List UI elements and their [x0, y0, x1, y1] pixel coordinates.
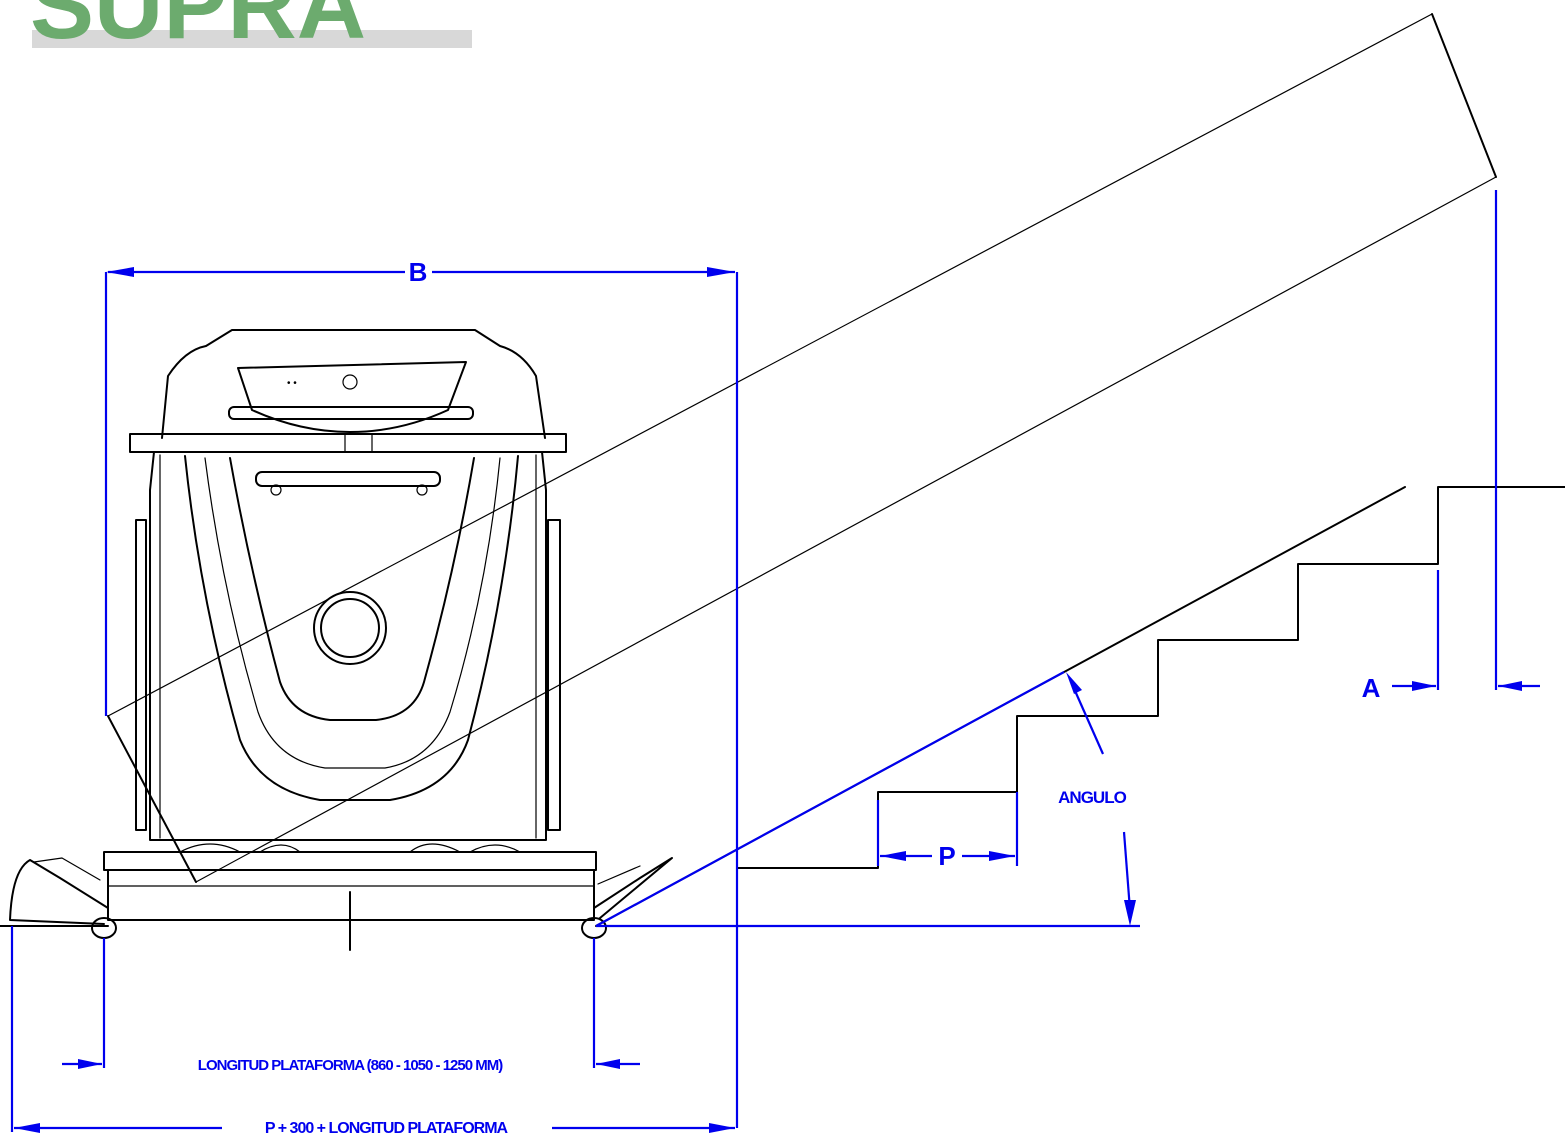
dim-b-label: B [409, 257, 428, 287]
dim-a-arrow-right [1498, 681, 1522, 691]
lift-screw-left [270, 484, 282, 496]
rail-end-line [1431, 13, 1497, 178]
stairs [737, 486, 1565, 869]
dim-total-arrow-left [14, 1123, 40, 1133]
angle-reference-line [595, 671, 1065, 927]
dim-a-arrow-left [1412, 681, 1436, 691]
lift-knob-icon [342, 374, 358, 390]
lift-keyswitch-inner [320, 598, 380, 658]
dim-p-label: P [938, 841, 955, 871]
rail-start-line [107, 715, 197, 883]
stair-steps-outline [737, 486, 1565, 869]
rail-lower-line [195, 176, 1497, 883]
lift-left-side-panel [135, 519, 147, 831]
logo-text: SUPRA [30, 0, 366, 59]
lift-top-cap [161, 329, 546, 439]
logo-shadow-bar [32, 30, 472, 48]
left-wheel [91, 917, 117, 939]
angle-arrow-upper [1066, 672, 1082, 694]
angle-leader-lower [1122, 831, 1132, 911]
right-ramp-hinge [597, 865, 641, 885]
dim-p-arrow-right [989, 851, 1015, 861]
lift-main-body [149, 451, 547, 841]
lift-base-plate [103, 851, 597, 871]
lift-handle-recess [237, 361, 467, 433]
lift-mounting-feet [179, 843, 521, 853]
lift-keyswitch-outer [313, 591, 387, 665]
lift-inner-panel [229, 457, 475, 721]
lift-handle-bar [228, 406, 474, 420]
dimensions: B ANGULO P A LONGITUD PLATAFORMA (8 [10, 190, 1540, 1135]
lift-front-shield [184, 455, 519, 801]
dim-a-label: A [1362, 673, 1381, 703]
lift-indicator-dots: • • [287, 378, 297, 389]
left-ramp-hinge [33, 857, 101, 881]
lift-rim [129, 433, 567, 453]
angle-leader-upper [1070, 683, 1105, 755]
dim-total-label: P + 300 + LONGITUD PLATAFORMA [265, 1120, 509, 1135]
right-ramp-flap [593, 857, 673, 919]
lift-screw-right [416, 484, 428, 496]
dim-b-arrow-right [707, 267, 735, 277]
rail-lines [107, 13, 1497, 927]
lift-front-shield-inner [204, 457, 501, 769]
dim-total-arrow-right [709, 1123, 735, 1133]
dim-p-arrow-left [880, 851, 906, 861]
angle-arrow-lower [1124, 900, 1136, 926]
dim-platform-arrow-right [596, 1059, 620, 1069]
stairlift-body: • • [0, 329, 673, 951]
left-ramp-flap [9, 859, 109, 925]
lift-body-handle [255, 471, 441, 487]
dim-platform-arrow-left [78, 1059, 102, 1069]
rail-upper-line [107, 13, 1433, 717]
dim-b-arrow-left [106, 267, 134, 277]
dim-platform-label: LONGITUD PLATAFORMA (860 - 1050 - 1250 M… [198, 1057, 503, 1074]
supra-logo: SUPRA [30, 0, 472, 59]
lift-body-inner-edges [159, 454, 537, 839]
angle-label: ANGULO [1058, 788, 1126, 807]
lift-right-side-panel [547, 519, 561, 831]
